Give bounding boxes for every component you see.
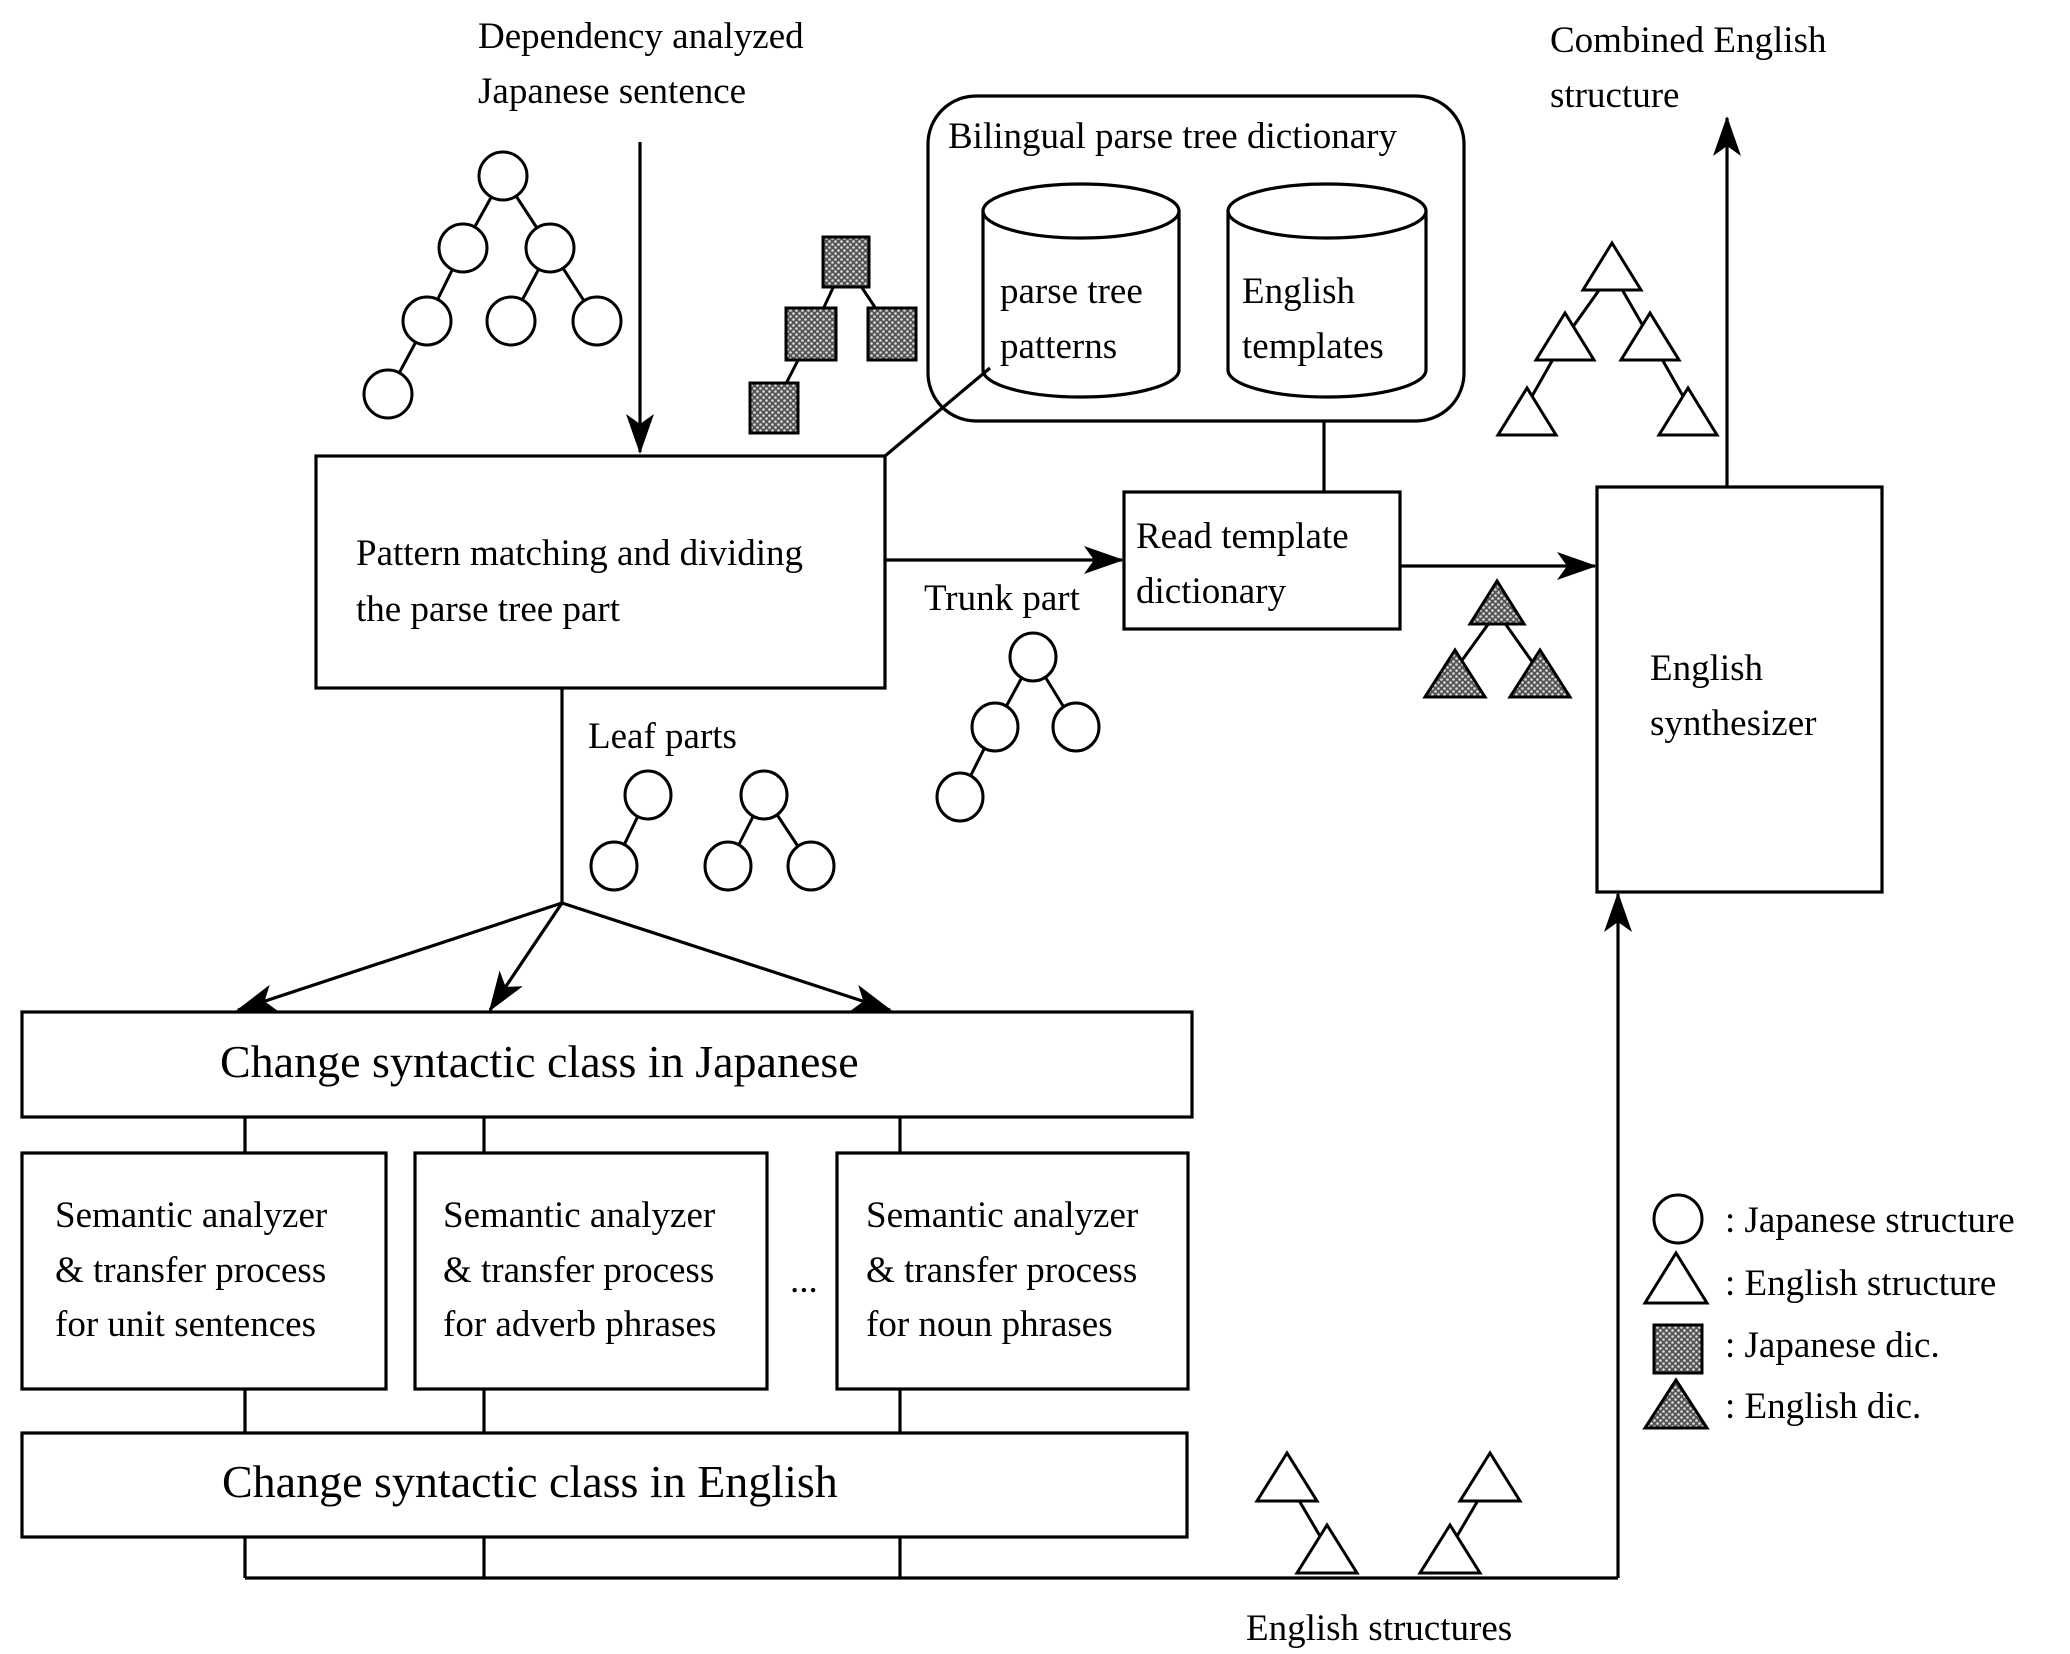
analyzer-1-line3: for unit sentences: [55, 1304, 316, 1345]
english-structures-label: English structures: [1246, 1608, 1512, 1649]
templates-line2: templates: [1242, 326, 1384, 367]
analyzer-adverb-phrases: Semantic analyzer & transfer process for…: [413, 1151, 769, 1391]
legend: : Japanese structure : English structure…: [1642, 1193, 2015, 1430]
analyzer-2-line1: Semantic analyzer: [443, 1195, 715, 1236]
japanese-dic-tree: [748, 235, 918, 435]
analyzer-bottom-connectors: [243, 1389, 902, 1433]
legend-japanese-structure: : Japanese structure: [1652, 1193, 2015, 1245]
english-templates-db: English templates: [1226, 182, 1428, 399]
output-label-line1: Combined English: [1550, 20, 1827, 61]
analyzer-1-line2: & transfer process: [55, 1250, 326, 1291]
dictionary-title: Bilingual parse tree dictionary: [948, 116, 1397, 157]
hatched-triangle-icon: [1642, 1377, 1710, 1430]
change-english-label: Change syntactic class in English: [222, 1456, 838, 1507]
analyzer-noun-phrases: Semantic analyzer & transfer process for…: [835, 1151, 1190, 1391]
bilingual-dictionary: Bilingual parse tree dictionary parse tr…: [926, 94, 1466, 423]
patterns-line2: patterns: [1000, 326, 1117, 367]
english-structures-return: [243, 892, 1632, 1580]
combined-english-tree: [1495, 240, 1720, 437]
legend-japanese-dic: : Japanese dic.: [1652, 1323, 1940, 1375]
analyzer-unit-sentences: Semantic analyzer & transfer process for…: [20, 1151, 388, 1391]
legend-english-dic: : English dic.: [1642, 1377, 1921, 1430]
read-line1: Read template: [1136, 516, 1349, 557]
read-line2: dictionary: [1136, 571, 1287, 612]
templates-line1: English: [1242, 271, 1356, 312]
pattern-db-connector: [883, 366, 992, 458]
input-label-line1: Dependency analyzed: [478, 16, 804, 57]
input-japanese-tree: [362, 150, 623, 420]
change-class-japanese: Change syntactic class in Japanese: [20, 1010, 1194, 1119]
triangle-icon: [1642, 1250, 1710, 1305]
output-label-line2: structure: [1550, 75, 1679, 116]
legend-english-dic-text: : English dic.: [1725, 1386, 1921, 1427]
output-label: Combined English structure: [1550, 20, 1827, 116]
leaf-japanese-trees: [589, 769, 836, 892]
legend-english-structure-text: : English structure: [1725, 1263, 1996, 1304]
english-structures-trees: [1254, 1450, 1523, 1575]
legend-japanese-structure-text: : Japanese structure: [1725, 1200, 2015, 1241]
pattern-line2: the parse tree part: [356, 589, 621, 630]
legend-japanese-dic-text: : Japanese dic.: [1725, 1325, 1940, 1366]
input-label: Dependency analyzed Japanese sentence: [478, 16, 804, 112]
analyzer-2-line2: & transfer process: [443, 1250, 714, 1291]
change-japanese-label: Change syntactic class in Japanese: [220, 1036, 859, 1087]
analyzer-3-line3: for noun phrases: [866, 1304, 1113, 1345]
pattern-matching-process: Pattern matching and dividing the parse …: [314, 454, 887, 690]
synth-line1: English: [1650, 648, 1764, 689]
trunk-japanese-tree: [935, 631, 1101, 823]
analyzer-3-line1: Semantic analyzer: [866, 1195, 1138, 1236]
analyzer-1-line1: Semantic analyzer: [55, 1195, 327, 1236]
leaf-distribution-arrows: [236, 901, 892, 1012]
english-synthesizer-process: English synthesizer: [1595, 485, 1884, 894]
analyzer-top-connectors: [243, 1117, 902, 1153]
analyzer-3-line2: & transfer process: [866, 1250, 1137, 1291]
synth-line2: synthesizer: [1650, 703, 1816, 744]
circle-icon: [1652, 1193, 1704, 1245]
hatched-square-icon: [1652, 1323, 1704, 1375]
trunk-part-label: Trunk part: [924, 578, 1081, 619]
analyzer-ellipsis: ...: [790, 1260, 818, 1301]
leaf-parts-label: Leaf parts: [588, 716, 737, 757]
patterns-line1: parse tree: [1000, 271, 1143, 312]
read-template-process: Read template dictionary: [1122, 490, 1402, 631]
analyzer-2-line3: for adverb phrases: [443, 1304, 716, 1345]
change-class-english: Change syntactic class in English: [20, 1431, 1189, 1539]
input-label-line2: Japanese sentence: [478, 71, 746, 112]
english-dic-tree: [1422, 578, 1573, 699]
legend-english-structure: : English structure: [1642, 1250, 1996, 1305]
parse-tree-patterns-db: parse tree patterns: [981, 182, 1181, 399]
pattern-line1: Pattern matching and dividing: [356, 533, 803, 574]
